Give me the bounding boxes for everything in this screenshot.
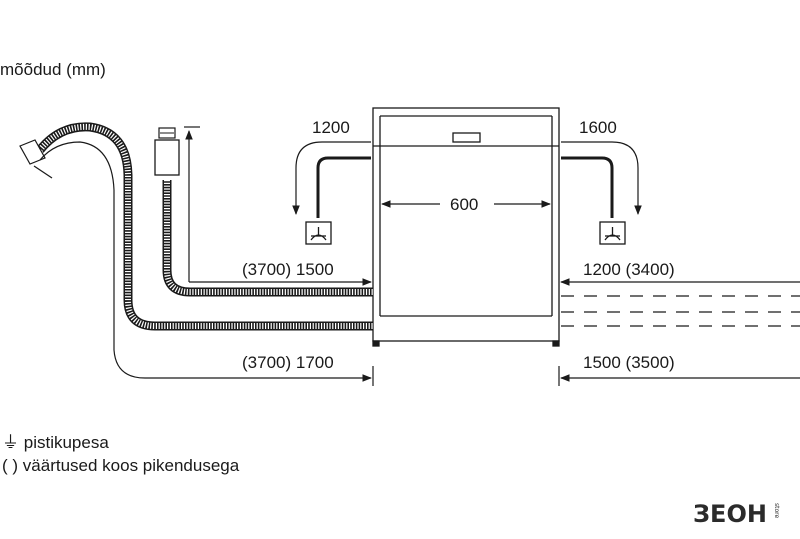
right-lower-hose-length: 1500 (3500) [583,353,675,372]
left-cord-length: 1200 [312,118,350,137]
legend-parentheses: ( ) väärtused koos pikendusega [2,457,239,474]
right-dimension-lines [372,278,800,386]
parentheses-symbol: ( ) [2,456,19,475]
power-cord-left [292,141,371,218]
power-cord-right [561,141,642,218]
legend-parentheses-text: väärtused koos pikendusega [22,456,240,475]
legend-socket: ⏚ pistikupesa [2,434,109,451]
left-upper-hose-length: (3700) 1500 [242,260,334,279]
zeon-logo-sub: store [773,503,780,519]
right-cord-length: 1600 [579,118,617,137]
extension-dashed-lines [561,295,800,327]
left-lower-hose-length: (3700) 1700 [242,353,334,372]
inlet-height-marker [184,126,200,282]
dishwasher-outline [372,107,560,347]
units-label: mõõdud (mm) [0,60,106,79]
drain-hose-dimension-line [33,141,372,382]
dishwasher-width: 600 [450,195,479,214]
socket-symbol-icon: ⏚ [2,433,19,452]
inlet-hose [154,127,373,297]
socket-icon [305,221,332,245]
legend-socket-text: pistikupesa [23,433,109,452]
drain-hose [19,122,373,331]
zeon-logo: ЗЕОН [693,500,767,528]
right-upper-hose-length: 1200 (3400) [583,260,675,279]
socket-icon [599,221,626,245]
